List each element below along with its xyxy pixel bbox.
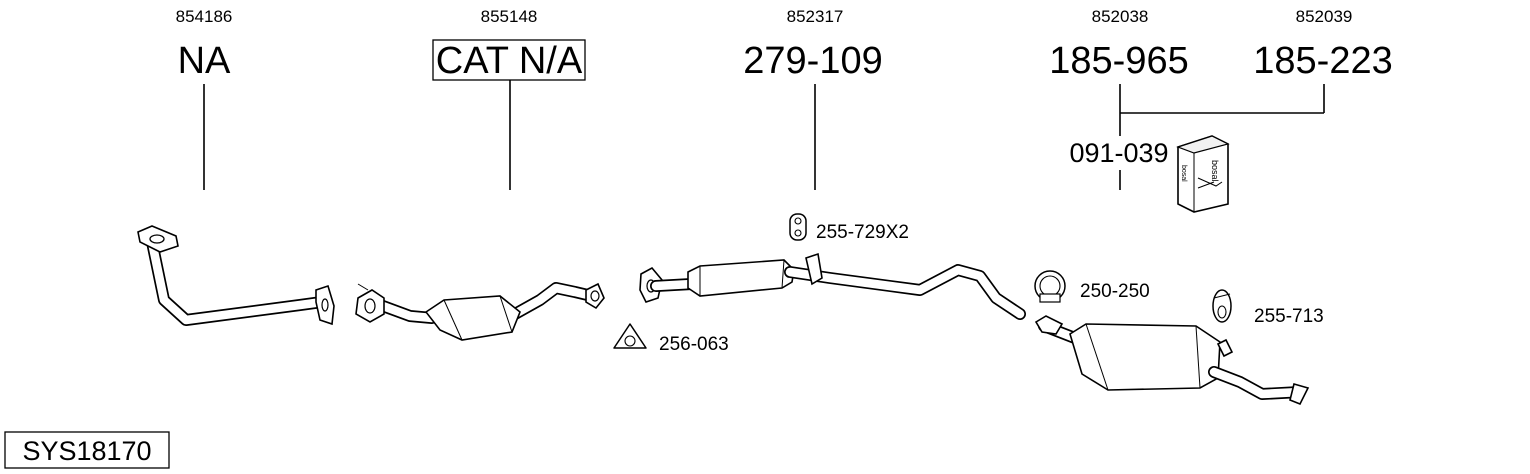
rubber-hanger-icon: [789, 213, 807, 241]
ref-852039: 852039: [1296, 7, 1353, 26]
catalyst-icon: [355, 282, 605, 341]
clamp-icon: [1034, 270, 1066, 303]
part-centre-silencer: 279-109: [743, 40, 882, 82]
mount-icon: [1212, 289, 1232, 323]
system-code: SYS18170: [22, 436, 151, 466]
part-catalyst: CAT N/A: [436, 40, 583, 82]
ref-854186: 854186: [176, 7, 233, 26]
rear-silencer-icon: [1034, 315, 1310, 406]
kit-box-brand: bosal: [1210, 160, 1220, 182]
part-mounting-kit: 091-039: [1069, 138, 1168, 168]
centre-silencer-icon: [639, 252, 1026, 320]
ref-852317: 852317: [787, 7, 844, 26]
label-clamp: 250-250: [1080, 281, 1150, 302]
part-rear-silencer-b: 185-223: [1253, 40, 1392, 82]
catalyst-label-box: [432, 39, 586, 81]
gasket-icon: [613, 323, 647, 349]
ref-852038: 852038: [1092, 7, 1149, 26]
part-rear-silencer-a: 185-965: [1049, 40, 1188, 82]
mounting-kit-box-icon: bosal bosal: [1176, 135, 1230, 213]
part-front-pipe: NA: [178, 40, 231, 82]
system-code-box: [4, 431, 170, 469]
label-mount: 255-713: [1254, 306, 1324, 327]
kit-box-side-brand: bosal: [1180, 165, 1187, 182]
label-rubber-hanger: 255-729X2: [816, 222, 909, 243]
label-gasket: 256-063: [659, 334, 729, 355]
ref-855148: 855148: [481, 7, 538, 26]
front-pipe-icon: [137, 225, 335, 326]
